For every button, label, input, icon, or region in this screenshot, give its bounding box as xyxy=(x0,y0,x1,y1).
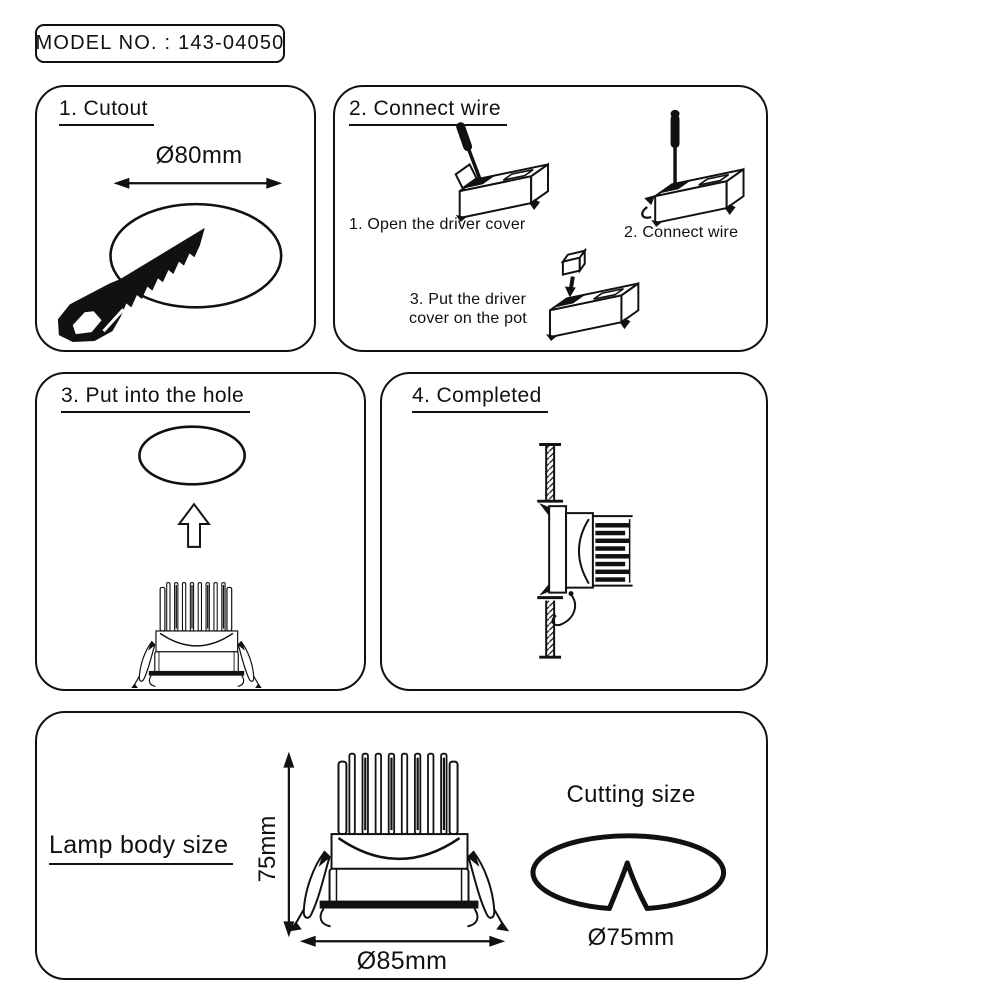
put-into-hole-heading: 3. Put into the hole xyxy=(61,384,251,413)
power-wire xyxy=(551,591,577,627)
panel-put-into-hole: 3. Put into the hole xyxy=(35,372,366,691)
saw-cutting-illustration xyxy=(57,177,283,343)
step1-label: 1. Open the driver cover xyxy=(349,216,526,233)
step2-label: 2. Connect wire xyxy=(624,224,739,241)
width-dimension-arrow xyxy=(299,935,506,947)
ceiling-hole-ellipse xyxy=(138,425,247,486)
lamp-body-size-text: Lamp body size xyxy=(49,831,234,865)
wire-icon xyxy=(641,195,656,219)
driver-box-open xyxy=(454,122,550,223)
panel-connect-wire: 2. Connect wire 1. Open the driver cover… xyxy=(333,85,768,352)
down-arrow-icon xyxy=(564,276,576,298)
put-into-hole-illustration xyxy=(37,425,363,688)
screwdriver-vertical-icon xyxy=(670,109,680,188)
connect-wire-illustration xyxy=(454,109,745,343)
panel-completed: 4. Completed xyxy=(380,372,768,691)
connect-wire-heading: 2. Connect wire xyxy=(349,97,507,126)
cutting-size-label: Cutting size xyxy=(566,781,696,808)
driver-box-connect xyxy=(641,109,745,228)
cutout-diameter-label: Ø80mm xyxy=(155,142,243,169)
step3-line1: 3. Put the driver xyxy=(409,291,527,308)
connect-wire-heading-text: 2. Connect wire xyxy=(349,97,507,126)
model-number-box: MODEL NO. : 143-04050 xyxy=(35,24,285,63)
driver-cover-cube xyxy=(560,247,588,276)
completed-heading-text: 4. Completed xyxy=(412,384,548,413)
screwdriver-icon xyxy=(456,122,484,184)
sizes-illustration xyxy=(283,751,727,947)
step3-line2: cover on the pot xyxy=(409,310,527,327)
cutout-hole-ellipse xyxy=(109,202,283,309)
downlight-side-view xyxy=(539,503,633,627)
height-dimension-arrow xyxy=(283,751,295,938)
saw-icon xyxy=(57,227,205,343)
completed-heading: 4. Completed xyxy=(412,384,548,413)
downlight-front-view-small xyxy=(130,583,262,688)
cutout-heading: 1. Cutout xyxy=(59,97,154,126)
ceiling-section xyxy=(537,443,564,659)
lamp-body-size-label: Lamp body size xyxy=(49,831,234,865)
heatsink-fins-side xyxy=(595,523,630,582)
saw-handle-gap xyxy=(102,308,125,333)
insert-up-arrow-icon xyxy=(177,502,211,548)
cutting-hole-shape xyxy=(530,833,727,911)
dimension-arrow-80mm xyxy=(113,177,283,189)
put-into-hole-heading-text: 3. Put into the hole xyxy=(61,384,251,413)
downlight-front-view xyxy=(289,754,509,932)
model-number-label: MODEL NO. : 143-04050 xyxy=(35,32,285,54)
panel-sizes: Lamp body size 75mm Ø85mm Cutting size Ø… xyxy=(35,711,768,980)
step3-label: 3. Put the driver cover on the pot xyxy=(395,290,541,328)
cutting-diameter-label: Ø75mm xyxy=(587,924,675,951)
panel-cutout: 1. Cutout Ø80mm xyxy=(35,85,316,352)
completed-illustration xyxy=(537,443,633,659)
width-dimension-label: Ø85mm xyxy=(356,947,448,975)
height-dimension-label: 75mm xyxy=(254,815,281,883)
driver-box-cover xyxy=(545,247,640,343)
cutout-heading-text: 1. Cutout xyxy=(59,97,154,126)
